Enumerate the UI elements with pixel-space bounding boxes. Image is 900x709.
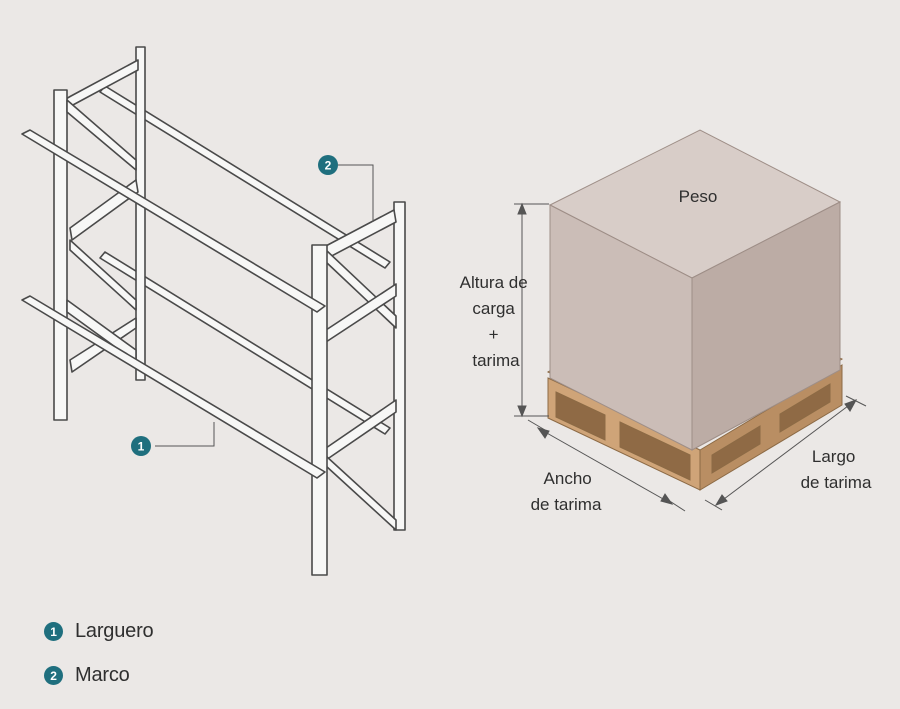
altura-line-2: carga [472,299,515,318]
altura-line-4: tarima [472,351,520,370]
altura-line-1: Altura de [460,273,528,292]
altura-line-3: + [489,325,499,344]
peso-label: Peso [679,187,718,206]
callout-2-number: 2 [325,159,332,173]
front-right-frame [311,244,328,576]
ancho-dimension [527,419,686,512]
callout-1-badge [131,436,151,456]
front-upper-beam [21,129,326,313]
legend-2-label: Marco [75,664,130,686]
height-dimension [514,202,549,418]
back-right-frame [321,201,406,531]
ancho-line-2: de tarima [531,495,602,514]
largo-line-2: de tarima [801,473,872,492]
pallet-diagram: Peso Altura de carga + tarima Ancho de t… [460,129,872,514]
front-lower-beam [21,295,326,479]
largo-dimension [704,395,867,511]
rack-diagram [21,46,406,576]
box-side-face [691,201,841,451]
ancho-line-1: Ancho [544,469,592,488]
legend-item-marco: 2 Marco [44,664,130,687]
legend-item-larguero: 1 Larguero [44,620,154,643]
callout-2: 2 [318,155,374,222]
altura-label: Altura de carga + tarima [460,273,533,370]
largo-line-1: Largo [812,447,855,466]
callout-1-number: 1 [138,440,145,454]
callout-2-badge [318,155,338,175]
legend-1-label: Larguero [75,620,154,642]
front-left-frame [53,89,137,421]
legend-1-badge: 1 [44,622,63,641]
callout-1: 1 [131,422,215,456]
ancho-label: Ancho de tarima [531,469,602,514]
largo-label: Largo de tarima [801,447,872,492]
load-box [548,129,842,451]
legend-2-badge: 2 [44,666,63,685]
